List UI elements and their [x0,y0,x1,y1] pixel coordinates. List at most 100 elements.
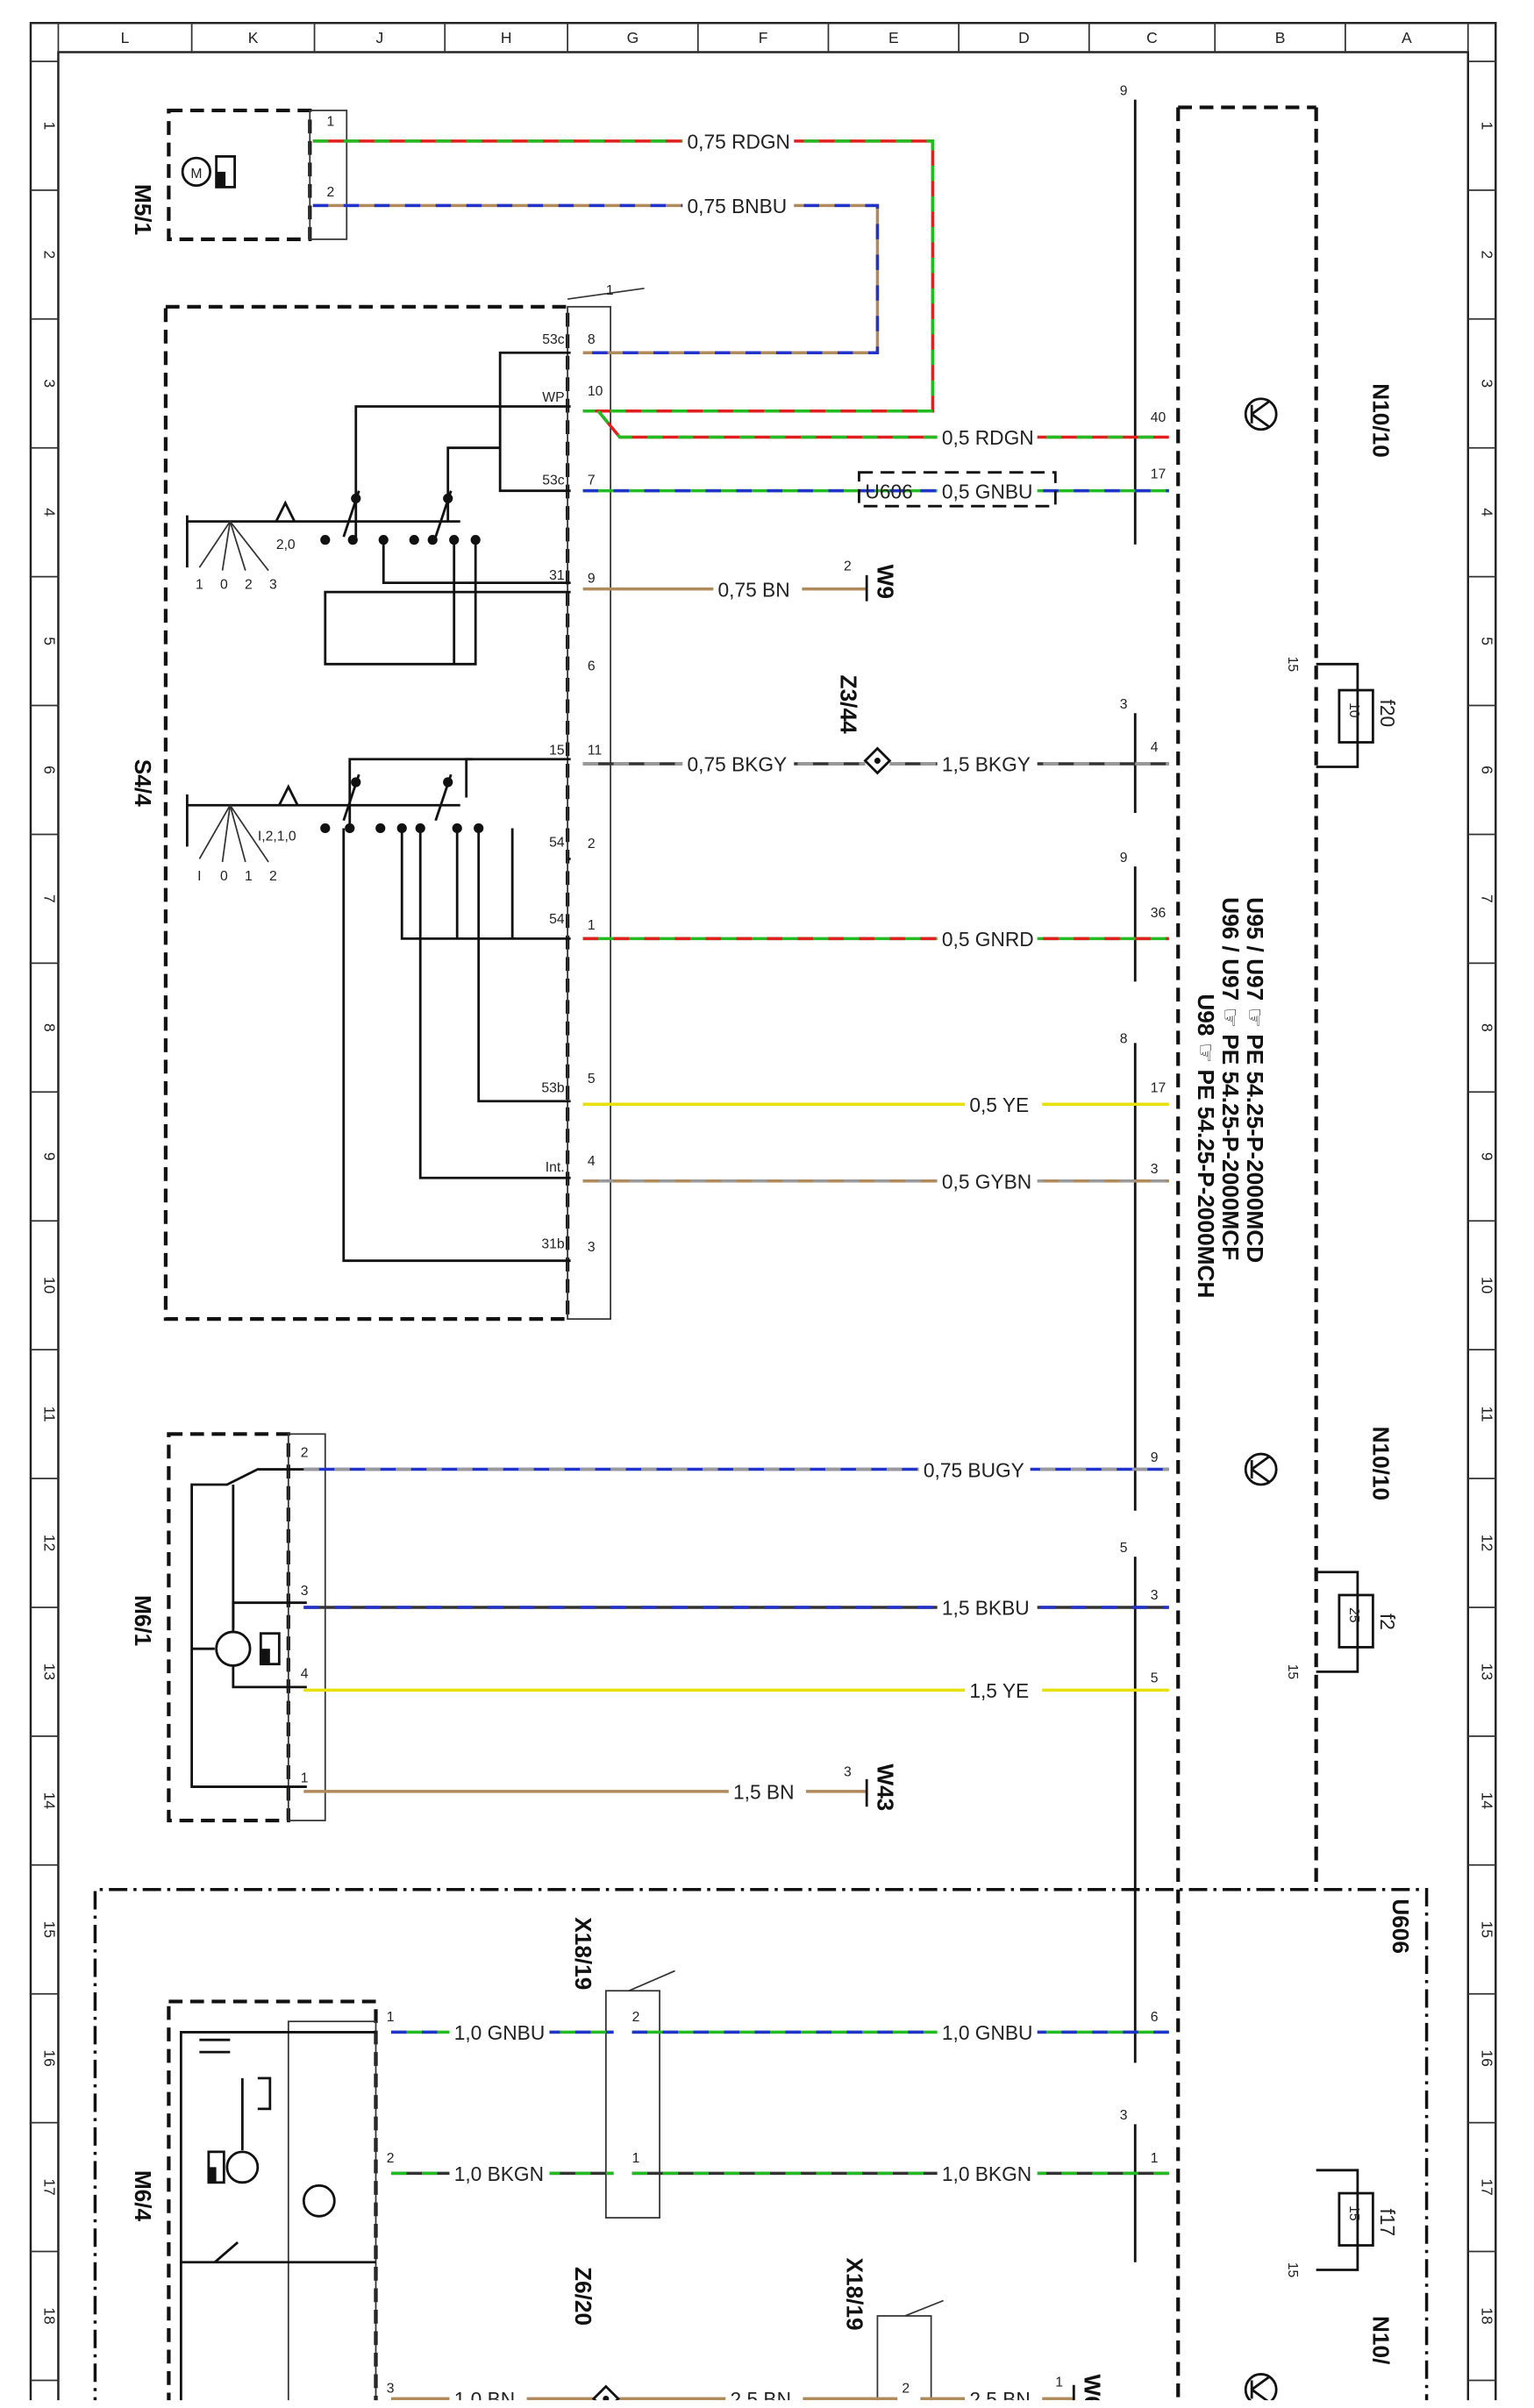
grid-col-c: C [1146,29,1158,46]
wire-12: 1,5 YE [303,1679,1169,1703]
grid-row-16-left: 16 [41,2049,59,2066]
grid-row-4-right: 4 [1479,508,1496,517]
wire-15: 1,0 GNBU [631,2021,1169,2045]
lever-value: I,2,1,0 [258,829,296,844]
m6-1-pin-4: 4 [301,1666,309,1681]
wire-17: 1,0 BKGN [631,2162,1169,2186]
grid-row-15-left: 15 [41,1921,59,1938]
grid-row-7-left: 7 [41,894,59,903]
m6-4-pin-2: 2 [387,2151,395,2166]
wire-label: 0,75 RDGN [688,131,790,153]
wiper-pos-2: 2 [245,578,253,593]
wire-label: 0,5 YE [969,1094,1029,1116]
wire-9: 0,5 GYBN [582,1170,1169,1193]
m5-1-pin-2: 2 [327,185,335,200]
m6-4-pin-3: 3 [387,2381,395,2396]
z6-20-label: Z6/20 [570,2267,596,2326]
n10-pin-4: 4 [1151,740,1159,755]
wire-3: 0,5 GNBU [582,480,1169,503]
grid-row-16-right: 16 [1479,2049,1496,2066]
x18-19-connector-b: X18/19 2 [841,2258,944,2408]
wire-label: 0,5 GNRD [942,928,1034,951]
grid-row-13-left: 13 [41,1664,59,1680]
u606-label: U606 [1388,1899,1414,1954]
conn-9-b: 9 [1120,851,1128,866]
wire-20: 2,5 BN [920,2388,1074,2408]
wire-7: 0,5 GNRD [582,928,1169,951]
grid-row-1-left: 1 [41,122,59,131]
conn-5: 5 [1120,1541,1128,1556]
fuse-f2-terminal: 15 [1285,1664,1300,1680]
s4-4-terminal-53b: 53b [541,1080,565,1095]
w6-label: W6 [1080,2374,1106,2400]
wire-label: 0,75 BKGY [688,753,788,776]
ground-w6: W6 1 [1055,2374,1106,2408]
n10-pin-9: 9 [1151,1450,1159,1465]
wire-label: 0,5 RDGN [942,426,1034,449]
transistor-icon [1244,2373,1278,2406]
wire-8: 0,5 YE [582,1094,1169,1117]
grid-col-a: A [1402,29,1412,46]
x18-19-a-pin-1: 1 [632,2151,640,2166]
wiper-pos-0: 0 [220,578,228,593]
conn-3-b: 3 [1120,2108,1128,2123]
s4-4-pin-6: 6 [588,659,596,673]
wire-label: 1,0 GNBU [454,2021,546,2044]
fuse-f17-terminal: 15 [1285,2262,1300,2278]
transistor-icon [1244,1452,1278,1486]
wire-19: 2,5 BN [617,2388,898,2408]
variant-note-3: U98 ☞ PE 54.25-P-2000MCH [1193,994,1219,1298]
wire-label: 1,5 YE [969,1679,1029,1702]
s4-4-pin-7: 7 [588,474,596,488]
wire-label: 0,75 BUGY [924,1458,1024,1481]
s4-4-pin-2: 2 [588,837,596,851]
s4-4-terminal-54-b: 54 [549,912,565,927]
s4-4-terminal-int: Int. [546,1160,565,1175]
m5-1-pin-1: 1 [327,114,335,129]
n10-bottom-label: N10/ [1367,2316,1394,2365]
fuse-f2: 25 f2 15 [1285,1571,1399,1680]
wire-13: 1,5 BN [303,1781,867,1804]
wire-2: 0,5 RDGN [596,410,1169,450]
wire-1: 0,75 BNBU [312,195,880,355]
grid-row-3-left: 3 [41,379,59,388]
wire-14: 1,0 GNBU [390,2021,614,2045]
grid-row-3-right: 3 [1479,379,1496,388]
s4-4-terminal-53c: 53c [542,332,565,347]
wire-label: 0,75 BNBU [688,195,788,217]
conn-8: 8 [1120,1031,1128,1046]
x18-19-b-label: X18/19 [841,2258,867,2331]
n10-pin-17-b: 17 [1151,1080,1167,1095]
m6-1-pump: 2 3 4 1 M6/1 [130,1432,326,1823]
grid-row-13-right: 13 [1479,1664,1496,1680]
s4-4-terminal-31: 31 [549,568,565,583]
grid-col-e: E [888,29,899,46]
transistor-icon [1244,397,1278,431]
s4-4-switch: 1 S4/4 53c WP 53c 31 15 54 54 53b Int. 3… [130,283,645,1322]
n10-10-top-label: N10/10 [1367,383,1394,458]
grid-col-g: G [627,29,639,46]
splice-z6-20: Z6/20 [570,2267,620,2408]
w9-label: W9 [872,565,898,599]
m6-4-motor: 1 2 3 M6/4 [130,1999,395,2408]
s4-4-pin-9: 9 [588,572,596,587]
n10-pin-5: 5 [1151,1671,1159,1686]
grid-row-10-right: 10 [1479,1277,1496,1294]
s4-4-pin-8: 8 [588,332,596,347]
grid-row-9-right: 9 [1479,1152,1496,1161]
grid-row-7-right: 7 [1479,894,1496,903]
grid-row-18-right: 18 [1479,2307,1496,2324]
m5-1-motor: M 1 2 M5/1 [130,108,348,241]
wire-6: 1,5 BKGY [889,753,1169,776]
grid-row-17-left: 17 [41,2178,59,2195]
grid-col-b: B [1275,29,1286,46]
fuse-f2-value: 25 [1346,1607,1361,1623]
ground-w43: W43 3 [844,1763,898,1811]
s4-4-pin-1: 1 [588,918,596,933]
n10-10-module: 9 3 9 8 5 3 N10/10 N10/10 N10/ U95 / U97… [1120,83,1399,2406]
w43-label: W43 [872,1763,898,1811]
n10-pin-3-a: 3 [1151,1162,1159,1177]
wire-label: 1,5 BN [733,1781,794,1804]
